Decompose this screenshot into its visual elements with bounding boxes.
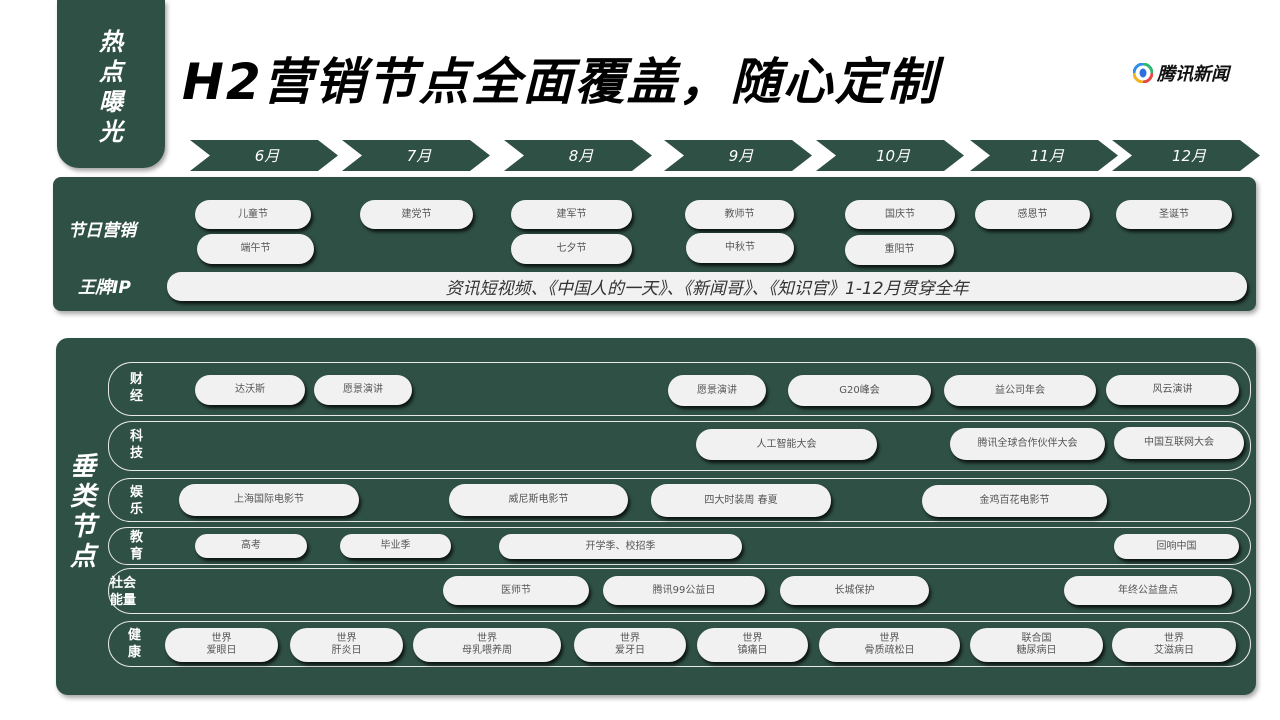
event-pill[interactable]: 人工智能大会: [696, 429, 877, 460]
event-pill[interactable]: 愿景演讲: [314, 375, 412, 405]
logo-text: 腾讯新闻: [1157, 64, 1229, 85]
brand-logo: 腾讯新闻: [1132, 60, 1229, 86]
vertical-label-char: 垂: [69, 452, 96, 482]
vertical-label-char: 类: [69, 482, 96, 512]
event-pill[interactable]: 世界 镇痛日: [697, 628, 808, 662]
lane-label: 健 康: [128, 628, 142, 660]
holiday-pill[interactable]: 建军节: [511, 200, 632, 229]
month-chevron: 6月: [190, 140, 338, 171]
hot-exposure-badge: 热 点 曝 光: [57, 0, 165, 168]
event-pill[interactable]: 金鸡百花电影节: [922, 485, 1107, 517]
holiday-pill[interactable]: 重阳节: [845, 235, 954, 265]
event-pill[interactable]: G20峰会: [788, 375, 931, 406]
holiday-pill[interactable]: 七夕节: [511, 234, 632, 264]
month-chevron: 10月: [816, 140, 964, 171]
lane-education: [108, 527, 1251, 565]
badge-char: 点: [99, 58, 123, 86]
month-chevron: 7月: [342, 140, 490, 171]
event-pill[interactable]: 益公司年会: [944, 375, 1096, 406]
event-pill[interactable]: 中国互联网大会: [1114, 427, 1244, 459]
vertical-nodes-label: 垂 类 节 点: [66, 452, 100, 572]
event-pill[interactable]: 四大时装周 春夏: [651, 484, 831, 517]
event-pill[interactable]: 世界 母乳喂养周: [413, 628, 561, 662]
event-pill[interactable]: 世界 肝炎日: [290, 628, 403, 662]
holiday-pill[interactable]: 圣诞节: [1116, 200, 1232, 229]
vertical-label-char: 节: [69, 512, 96, 542]
holiday-pill[interactable]: 中秋节: [686, 233, 794, 263]
event-pill[interactable]: 腾讯全球合作伙伴大会: [950, 428, 1105, 460]
vertical-label-char: 点: [69, 542, 96, 572]
month-chevron: 12月: [1112, 140, 1260, 171]
event-pill[interactable]: 愿景演讲: [668, 375, 766, 406]
holiday-pill[interactable]: 端午节: [197, 234, 314, 264]
event-pill[interactable]: 世界 骨质疏松日: [819, 628, 960, 662]
event-pill[interactable]: 达沃斯: [195, 375, 305, 405]
page-title: H2营销节点全面覆盖，随心定制: [182, 53, 939, 111]
ace-ip-bar[interactable]: 资讯短视频、《中国人的一天》、《新闻哥》、《知识官》1-12月贯穿全年: [167, 272, 1247, 301]
lane-entertainment: [108, 478, 1251, 522]
badge-char: 热: [99, 28, 123, 56]
event-pill[interactable]: 医师节: [443, 576, 589, 605]
event-pill[interactable]: 长城保护: [780, 576, 929, 605]
lane-tech: [108, 421, 1251, 471]
month-chevron: 9月: [664, 140, 812, 171]
lane-label: 娱 乐: [130, 485, 144, 517]
month-chevron: 8月: [504, 140, 652, 171]
event-pill[interactable]: 回响中国: [1114, 534, 1239, 559]
event-pill[interactable]: 开学季、校招季: [499, 534, 742, 559]
lane-social: [108, 568, 1251, 614]
event-pill[interactable]: 世界 爱眼日: [165, 628, 278, 662]
month-chevron: 11月: [970, 140, 1118, 171]
month-timeline: 6月 7月 8月 9月 10月 11月 12月: [190, 140, 1260, 171]
holiday-pill[interactable]: 国庆节: [845, 200, 955, 229]
lane-finance: [108, 362, 1251, 416]
tencent-news-logo-icon: [1132, 62, 1154, 84]
holiday-pill[interactable]: 感恩节: [975, 200, 1090, 229]
event-pill[interactable]: 世界 爱牙日: [574, 628, 686, 662]
badge-char: 曝: [99, 88, 123, 116]
lane-label: 财 经: [130, 372, 144, 404]
holiday-pill[interactable]: 建党节: [360, 200, 473, 229]
event-pill[interactable]: 毕业季: [340, 534, 451, 558]
lane-label: 科 技: [130, 429, 144, 461]
event-pill[interactable]: 威尼斯电影节: [449, 484, 628, 516]
event-pill[interactable]: 世界 艾滋病日: [1112, 628, 1236, 662]
holiday-marketing-label: 节日营销: [68, 221, 136, 241]
badge-char: 光: [99, 118, 123, 146]
event-pill[interactable]: 腾讯99公益日: [603, 576, 765, 605]
event-pill[interactable]: 年终公益盘点: [1064, 576, 1232, 605]
event-pill[interactable]: 联合国 糖尿病日: [970, 628, 1103, 662]
event-pill[interactable]: 上海国际电影节: [179, 484, 359, 516]
holiday-pill[interactable]: 教师节: [685, 200, 794, 229]
holiday-pill[interactable]: 儿童节: [195, 200, 311, 229]
lane-label: 社会 能量: [110, 576, 137, 608]
ace-ip-label: 王牌IP: [78, 278, 131, 298]
lane-health: [108, 621, 1251, 667]
lane-label: 教 育: [130, 530, 144, 562]
event-pill[interactable]: 风云演讲: [1106, 375, 1239, 405]
event-pill[interactable]: 高考: [195, 534, 307, 558]
